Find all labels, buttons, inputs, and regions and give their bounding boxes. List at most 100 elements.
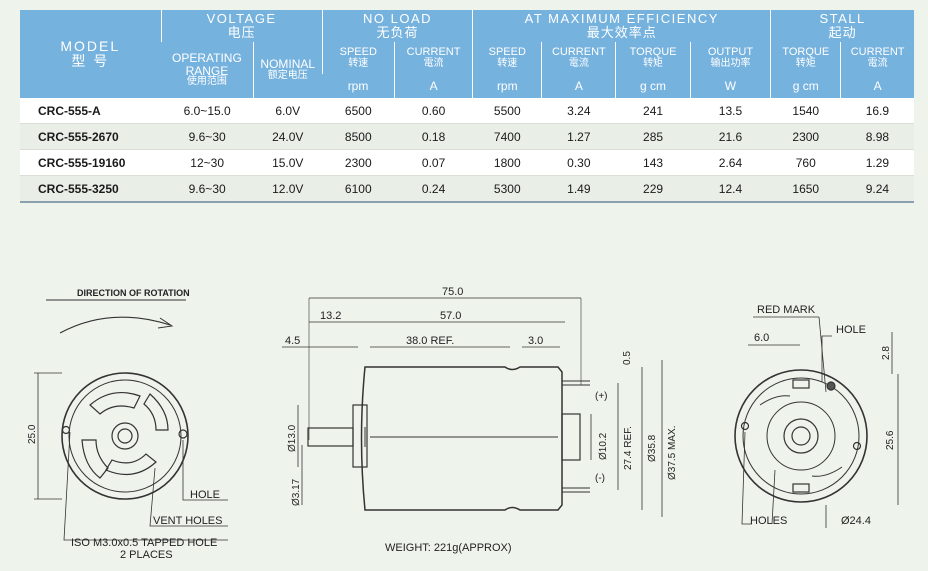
table-cell: 9.6~30: [161, 123, 254, 150]
unit-header: A: [541, 74, 616, 98]
unit-header: rpm: [322, 74, 395, 98]
tapped-hole-label: ISO M3.0x0.5 TAPPED HOLE: [71, 537, 217, 549]
table-cell: 2300: [770, 123, 841, 150]
unit-header: g cm: [615, 74, 691, 98]
dim-dia-13: Ø13.0: [287, 424, 298, 452]
table-cell: 285: [615, 123, 691, 150]
table-cell: 0.24: [394, 175, 473, 203]
table-cell: 16.9: [840, 98, 914, 124]
model-cell: CRC-555-A: [20, 98, 162, 124]
terminal-minus-label: (-): [595, 473, 605, 484]
vent-hole: [143, 393, 169, 431]
vent-hole: [105, 453, 157, 476]
table-cell: 15.0V: [253, 149, 323, 176]
table-cell: 12~30: [161, 149, 254, 176]
model-cell: CRC-555-2670: [20, 123, 162, 150]
table-cell: 1800: [472, 149, 542, 176]
vent-holes-label: VENT HOLES: [153, 515, 223, 527]
table-cell: 0.07: [394, 149, 473, 176]
dim-dia-3-17: Ø3.17: [291, 478, 302, 506]
table-cell: 8.98: [840, 123, 914, 150]
table-cell: 5300: [472, 175, 542, 203]
dim-13-2: 13.2: [320, 310, 341, 322]
table-cell: 241: [615, 98, 691, 124]
dim-25-6: 25.6: [885, 430, 896, 450]
table-cell: 1.29: [840, 149, 914, 176]
table-cell: 9.24: [840, 175, 914, 203]
table-cell: 0.60: [394, 98, 473, 124]
rear-view: RED MARK HOLE 6.0 2.8 25.6 HOLES Ø24.4: [734, 304, 899, 528]
rear-hole: [852, 441, 862, 451]
direction-label: DIRECTION OF ROTATION: [77, 288, 190, 298]
unit-header: g cm: [770, 74, 841, 98]
hole-label: HOLE: [190, 489, 220, 501]
dim-0-5: 0.5: [622, 351, 633, 365]
dim-2-8: 2.8: [881, 346, 892, 360]
terminal-positive: [562, 380, 590, 386]
hole-mark: [178, 429, 188, 439]
red-mark-label: RED MARK: [757, 304, 816, 316]
terminal-plus-label: (+): [595, 391, 608, 402]
dim-height: 25.0: [27, 424, 38, 444]
model-cell: CRC-555-3250: [20, 175, 162, 203]
brush-terminal: [792, 379, 810, 389]
table-cell: 6.0V: [253, 98, 323, 124]
vent-hole: [89, 391, 141, 415]
brush-terminal: [792, 483, 810, 493]
vent-hole: [81, 439, 109, 479]
table-cell: 13.5: [690, 98, 771, 124]
shaft: [307, 427, 354, 447]
hole-label-right: HOLE: [836, 324, 866, 336]
table-cell: 8500: [322, 123, 395, 150]
rear-cap-outline: [734, 369, 868, 503]
table-row: CRC-555-A 6.0~15.0 6.0V 6500 0.60 5500 3…: [20, 98, 914, 124]
rear-bearing-boss: [561, 413, 581, 461]
tapped-places-label: 2 PLACES: [120, 549, 173, 561]
table-cell: 0.18: [394, 123, 473, 150]
unit-header: A: [393, 74, 473, 98]
rear-hole: [740, 421, 750, 431]
motor-body: [360, 366, 563, 511]
table-cell: 1.49: [541, 175, 616, 203]
end-cap-outline: [61, 372, 189, 500]
table-cell: 3.24: [541, 98, 616, 124]
table-cell: 5500: [472, 98, 542, 124]
table-cell: 0.30: [541, 149, 616, 176]
table-cell: 1.27: [541, 123, 616, 150]
dim-27-4-ref: 27.4 REF.: [623, 426, 634, 470]
table-cell: 760: [770, 149, 841, 176]
side-view: 75.0 13.2 57.0 4.5 38.0 REF. 3.0 0.5 (+)…: [282, 286, 678, 517]
dim-dia-24-4: Ø24.4: [841, 515, 871, 527]
table-row: CRC-555-2670 9.6~30 24.0V 8500 0.18 7400…: [20, 123, 914, 150]
red-mark-dot: [826, 381, 836, 391]
table-cell: 21.6: [690, 123, 771, 150]
dim-3: 3.0: [528, 335, 543, 347]
table-cell: 1650: [770, 175, 841, 203]
table-cell: 7400: [472, 123, 542, 150]
unit-header: W: [689, 74, 771, 98]
table-cell: 9.6~30: [161, 175, 254, 203]
table-row: CRC-555-19160 12~30 15.0V 2300 0.07 1800…: [20, 149, 914, 176]
model-header: MODEL 型 号: [20, 10, 162, 98]
model-cell: CRC-555-19160: [20, 149, 162, 176]
table-cell: 2.64: [690, 149, 771, 176]
table-cell: 1540: [770, 98, 841, 124]
weight-note: WEIGHT: 221g(APPROX): [385, 542, 512, 554]
table-cell: 6500: [322, 98, 395, 124]
dim-dia-10-2: Ø10.2: [598, 432, 609, 460]
dim-overall: 75.0: [442, 286, 463, 298]
table-cell: 6100: [322, 175, 395, 203]
table-cell: 229: [615, 175, 691, 203]
